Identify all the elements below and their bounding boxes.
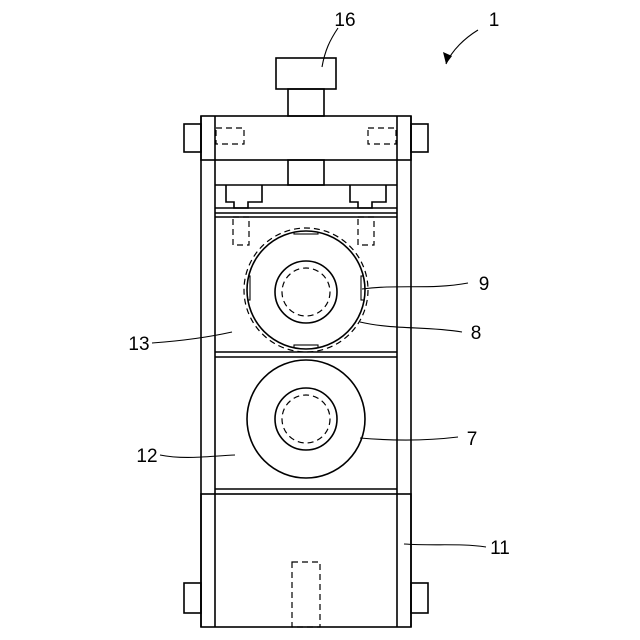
leader-lines	[152, 28, 486, 547]
label-9: 9	[479, 274, 490, 295]
label-11: 11	[490, 538, 510, 559]
label-16: 16	[334, 10, 355, 31]
base-block	[201, 494, 411, 627]
upper-roll-bore	[275, 261, 337, 323]
adjusting-screw	[276, 58, 336, 185]
label-8: 8	[471, 323, 482, 344]
side-bolt-upper-right	[411, 124, 428, 152]
upper-bearing-block	[215, 352, 397, 357]
label-12: 12	[136, 446, 157, 467]
lower-roll-bore	[275, 388, 337, 450]
lower-roll	[247, 360, 365, 478]
side-frame	[201, 116, 411, 627]
label-1: 1	[489, 10, 500, 31]
label-13: 13	[128, 334, 149, 355]
top-block	[201, 116, 411, 160]
upper-roll	[244, 228, 368, 352]
side-bolt-lower-right	[411, 583, 428, 613]
label-7: 7	[467, 429, 478, 450]
side-bolt-upper-left	[184, 124, 201, 152]
side-bolt-lower-left	[184, 583, 201, 613]
pressing-plate	[215, 185, 397, 245]
